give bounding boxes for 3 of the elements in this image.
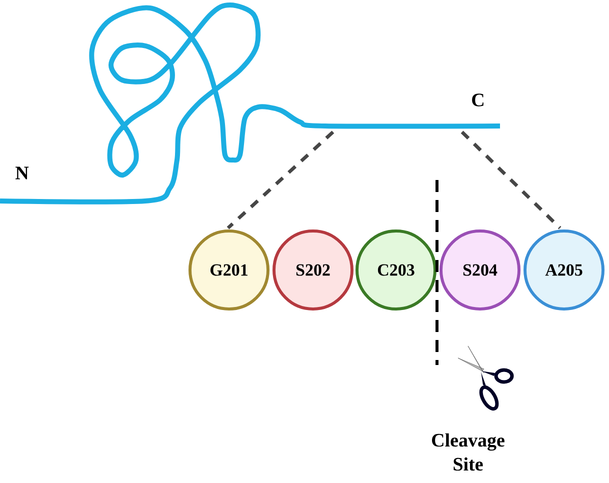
text-label: Cleavage Site <box>432 433 504 471</box>
text-label: C <box>472 94 484 106</box>
text-label: N <box>16 166 29 180</box>
